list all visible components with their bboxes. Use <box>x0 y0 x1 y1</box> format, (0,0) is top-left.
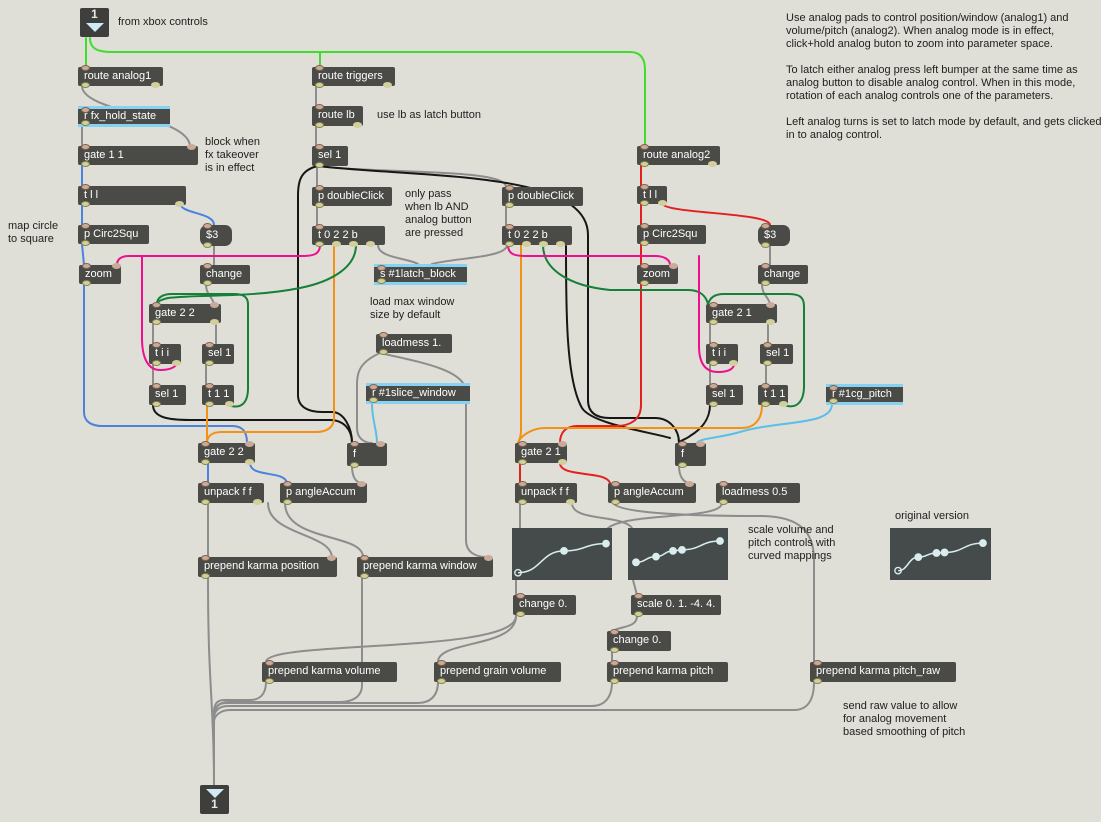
object-sel-1-top[interactable]: sel 1 <box>312 144 348 168</box>
object-loadmess-1[interactable]: loadmess 1. <box>376 332 452 355</box>
object-prepend-karma-position[interactable]: prepend karma position <box>198 555 337 579</box>
object-prepend-karma-volume[interactable]: prepend karma volume <box>262 660 397 684</box>
comment-original-version: original version <box>895 510 969 522</box>
message-dollar3-right[interactable]: $3 <box>758 223 790 248</box>
object-change-left[interactable]: change <box>200 263 250 286</box>
object-change-0-b[interactable]: change 0. <box>607 629 671 653</box>
object-r-cg-pitch[interactable]: r #1cg_pitch <box>826 384 903 405</box>
patch-cords-light-blue <box>371 403 833 444</box>
object-scale[interactable]: scale 0. 1. -4. 4. <box>631 593 721 617</box>
object-gate-2-1-upper[interactable]: gate 2 1 <box>706 302 777 325</box>
patch-cords-dark-green <box>156 244 805 408</box>
object-unpack-f-f-left[interactable]: unpack f f <box>198 481 264 505</box>
object-p-angleaccum-left[interactable]: p angleAccum <box>280 481 367 505</box>
patch-cords-magenta <box>116 244 735 374</box>
comment-block-when: block when fx takeover is in effect <box>205 136 261 174</box>
patch-notes-paragraph-3: Left analog turns is set to latch mode b… <box>786 116 1101 141</box>
object-t-i-i-right[interactable]: t i i <box>706 342 738 366</box>
object-t-0-2-2-b-right[interactable]: t 0 2 2 b <box>502 224 572 247</box>
patch-notes: Use analog pads to control position/wind… <box>786 12 1101 155</box>
object-prepend-karma-pitch[interactable]: prepend karma pitch <box>607 660 728 684</box>
patch-cords-black <box>152 165 711 444</box>
patch-cords-red <box>519 164 771 484</box>
outlet-triangle-icon <box>205 789 224 798</box>
object-p-doubleclick-left[interactable]: p doubleClick <box>312 185 392 208</box>
object-r-slice-window[interactable]: r #1slice_window <box>366 383 470 404</box>
comment-map-circle: map circle to square <box>8 220 59 245</box>
function-graph-volume[interactable] <box>512 528 612 580</box>
object-sel-1-right-a[interactable]: sel 1 <box>760 342 793 366</box>
object-p-doubleclick-right[interactable]: p doubleClick <box>502 185 583 208</box>
object-sel-1-left-b[interactable]: sel 1 <box>149 383 186 407</box>
object-change-right[interactable]: change <box>758 263 808 286</box>
comment-send-raw: send raw value to allow for analog movem… <box>843 700 966 738</box>
object-route-lb[interactable]: route lb <box>312 104 363 128</box>
function-graph-original[interactable] <box>890 528 991 580</box>
object-prepend-grain-volume[interactable]: prepend grain volume <box>434 660 561 684</box>
outlet-1[interactable]: 1 <box>200 785 229 814</box>
object-f-right[interactable]: f <box>675 441 706 468</box>
outlet-number: 1 <box>211 797 218 811</box>
object-t-i-i-left[interactable]: t i i <box>149 342 181 366</box>
patch-notes-paragraph-2: To latch either analog press left bumper… <box>786 64 1078 102</box>
object-gate-2-2-upper[interactable]: gate 2 2 <box>149 302 221 325</box>
object-f-left[interactable]: f <box>347 441 387 468</box>
comment-only-pass: only pass when lb AND analog button are … <box>405 188 472 239</box>
object-p-angleaccum-middle[interactable]: p angleAccum <box>608 481 696 505</box>
inlet-1[interactable]: 1 <box>80 8 109 37</box>
object-r-fx-hold-state[interactable]: r fx_hold_state <box>78 106 170 127</box>
comment-scale-volume: scale volume and pitch controls with cur… <box>748 524 836 562</box>
comment-from-xbox: from xbox controls <box>118 16 208 28</box>
object-sel-1-right-b[interactable]: sel 1 <box>706 383 743 407</box>
patch-cords-orange <box>206 244 763 444</box>
object-change-0-a[interactable]: change 0. <box>513 593 576 617</box>
object-t-1-1-left[interactable]: t 1 1 <box>202 383 234 407</box>
patch-cords-blue <box>81 164 288 484</box>
inlet-triangle-icon <box>85 23 104 32</box>
object-zoom-left[interactable]: zoom <box>79 263 121 286</box>
object-gate-2-1-lower[interactable]: gate 2 1 <box>515 441 567 465</box>
object-unpack-f-f-middle[interactable]: unpack f f <box>515 481 577 505</box>
object-t-1-1-right[interactable]: t 1 1 <box>758 383 788 407</box>
comment-use-lb: use lb as latch button <box>377 109 481 121</box>
inlet-number: 1 <box>91 7 98 21</box>
object-gate-2-2-lower[interactable]: gate 2 2 <box>198 441 255 465</box>
object-prepend-karma-window[interactable]: prepend karma window <box>357 555 493 579</box>
message-dollar3-left[interactable]: $3 <box>200 223 232 248</box>
object-t-0-2-2-b-left[interactable]: t 0 2 2 b <box>312 224 385 247</box>
object-route-triggers[interactable]: route triggers <box>312 65 395 88</box>
object-prepend-karma-pitch-raw[interactable]: prepend karma pitch_raw <box>810 660 956 684</box>
object-gate-1-1[interactable]: gate 1 1 <box>78 144 198 167</box>
object-route-analog1[interactable]: route analog1 <box>78 65 163 88</box>
object-t-l-l-left[interactable]: t l l <box>78 184 186 207</box>
object-t-l-l-right[interactable]: t l l <box>637 184 667 206</box>
patch-cords-bright-green <box>85 37 646 147</box>
object-s-latch-block[interactable]: s #1latch_block <box>374 264 467 285</box>
object-sel-1-left-a[interactable]: sel 1 <box>202 342 234 366</box>
patch-notes-paragraph-1: Use analog pads to control position/wind… <box>786 12 1069 50</box>
object-zoom-right[interactable]: zoom <box>637 263 678 286</box>
object-p-circ2squ-left[interactable]: p Circ2Squ <box>78 223 149 246</box>
object-route-analog2[interactable]: route analog2 <box>637 144 720 167</box>
function-graph-pitch[interactable] <box>628 528 728 580</box>
comment-load-max: load max window size by default <box>370 296 455 321</box>
object-p-circ2squ-right[interactable]: p Circ2Squ <box>637 223 706 246</box>
object-loadmess-0-5[interactable]: loadmess 0.5 <box>716 481 800 505</box>
